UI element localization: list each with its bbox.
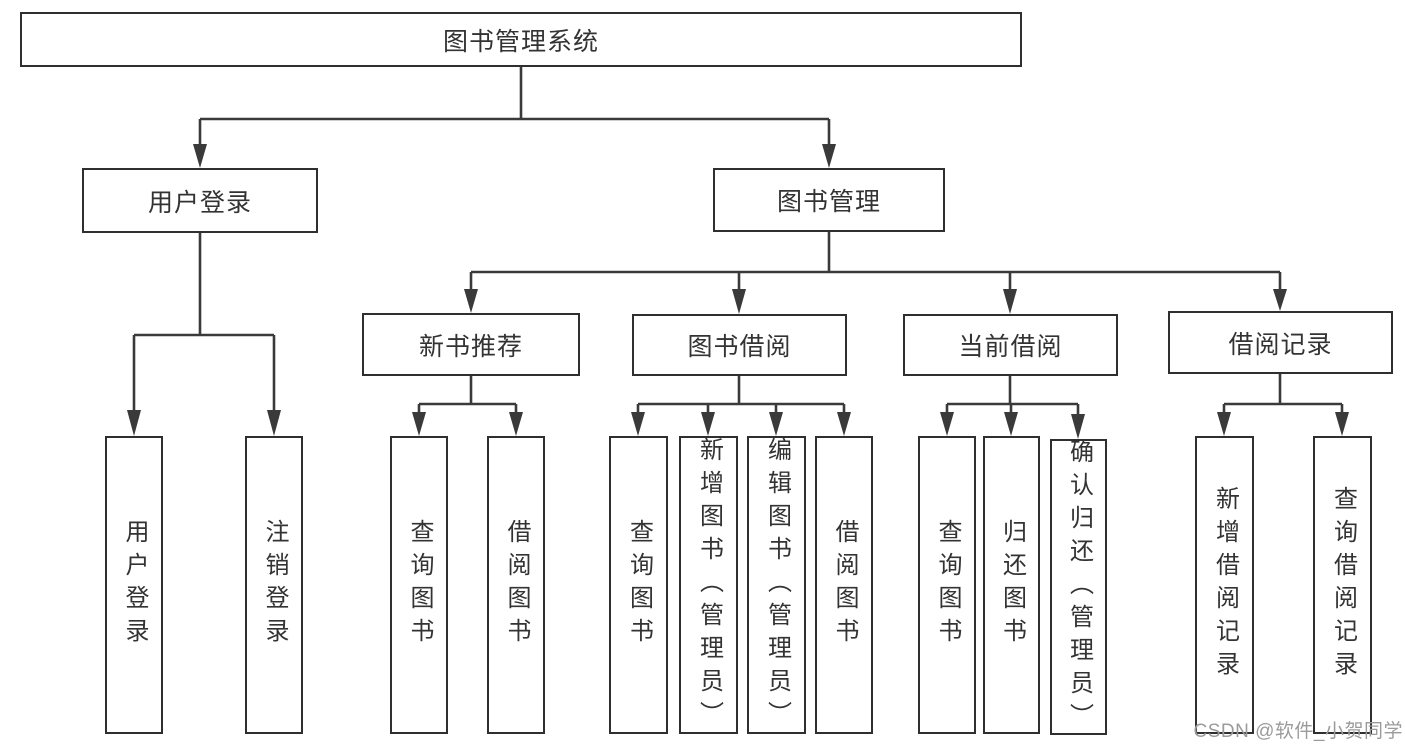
node-label: 查询图书	[406, 519, 433, 651]
node-label: 确认归还（管理员）	[1065, 438, 1093, 736]
edge-book-borrow-to-children	[631, 376, 851, 436]
node-current-borrow: 当前借阅	[903, 314, 1118, 376]
node-label: 归还图书	[998, 519, 1026, 651]
edge-user-login-to-children	[127, 233, 281, 436]
node-label: 用户登录	[121, 519, 148, 651]
node-add-borrow-record: 新增借阅记录	[1195, 436, 1254, 734]
node-label: 图书借阅	[687, 333, 792, 361]
node-book-management: 图书管理	[713, 168, 945, 232]
node-new-book-recommend: 新书推荐	[362, 313, 580, 376]
node-label: 图书管理系统	[442, 27, 599, 56]
node-label: 查询图书	[625, 519, 653, 651]
node-label: 注销登录	[261, 519, 288, 651]
node-return-books: 归还图书	[983, 436, 1040, 734]
node-add-books-admin: 新增图书（管理员）	[679, 436, 738, 734]
edge-book-management-to-level3	[464, 232, 1287, 314]
node-label: 新增借阅记录	[1211, 486, 1239, 684]
edge-new-book-to-children	[412, 376, 523, 436]
edge-current-borrow-to-children	[940, 376, 1085, 439]
csdn-watermark: CSDN @软件_小贺同学	[1193, 721, 1403, 742]
node-borrow-books-2: 借阅图书	[815, 436, 873, 734]
node-label: 查询借阅记录	[1329, 486, 1357, 684]
edge-root-to-level2	[193, 67, 836, 168]
node-query-books-2: 查询图书	[609, 436, 668, 734]
node-query-borrow-record: 查询借阅记录	[1313, 436, 1372, 734]
node-book-borrow: 图书借阅	[632, 314, 847, 376]
node-user-login: 用户登录	[82, 168, 318, 233]
node-label: 编辑图书（管理员）	[763, 436, 791, 734]
edge-borrow-record-to-children	[1217, 374, 1349, 436]
node-user-login-leaf: 用户登录	[105, 436, 163, 734]
node-confirm-return-admin: 确认归还（管理员）	[1050, 438, 1107, 736]
node-query-books-1: 查询图书	[390, 436, 448, 734]
node-library-management-system: 图书管理系统	[20, 12, 1022, 67]
node-borrow-books-1: 借阅图书	[487, 436, 545, 734]
node-label: 新增图书（管理员）	[695, 436, 723, 734]
node-label: 用户登录	[147, 188, 252, 217]
node-label: 借阅记录	[1228, 330, 1333, 359]
node-edit-books-admin: 编辑图书（管理员）	[747, 436, 806, 734]
node-label: 新书推荐	[418, 332, 523, 361]
node-label: 当前借阅	[958, 333, 1063, 361]
node-label: 借阅图书	[831, 519, 858, 651]
node-label: 图书管理	[776, 188, 881, 216]
node-label: 查询图书	[934, 519, 961, 651]
node-query-books-3: 查询图书	[918, 436, 976, 734]
node-label: 借阅图书	[503, 519, 530, 651]
node-logout: 注销登录	[245, 436, 303, 734]
node-borrow-record: 借阅记录	[1168, 311, 1393, 374]
